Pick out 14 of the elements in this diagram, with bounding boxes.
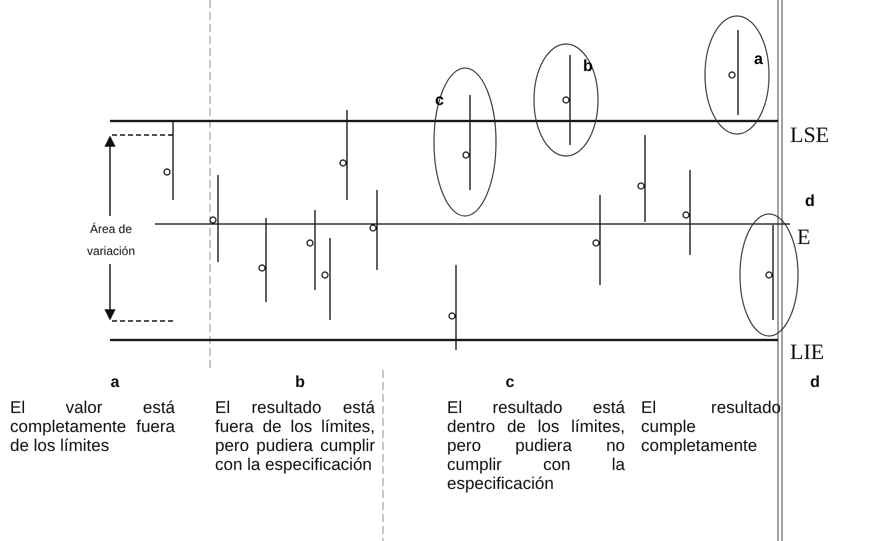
point-label: a (754, 51, 763, 69)
point-label: d (805, 193, 815, 211)
limit-label: LSE (790, 122, 830, 148)
point-label: b (583, 58, 593, 76)
description-text: El resultado está dentro de los límites, pero pudiera no cumplir con la especificación (447, 398, 625, 493)
limit-label: E (797, 224, 810, 250)
column-heading: a (110, 374, 120, 392)
description-text: El valor está completamente fuera de los límites (10, 398, 175, 455)
limit-label: LIE (790, 339, 824, 365)
column-heading: c (506, 374, 514, 392)
description-text: El resultado está fuera de los límites, pero pudiera cumplir con la especificación (215, 398, 375, 474)
dimension-label: Área de variación (86, 221, 136, 260)
column-heading: b (295, 374, 305, 392)
column-heading: d (810, 374, 820, 392)
